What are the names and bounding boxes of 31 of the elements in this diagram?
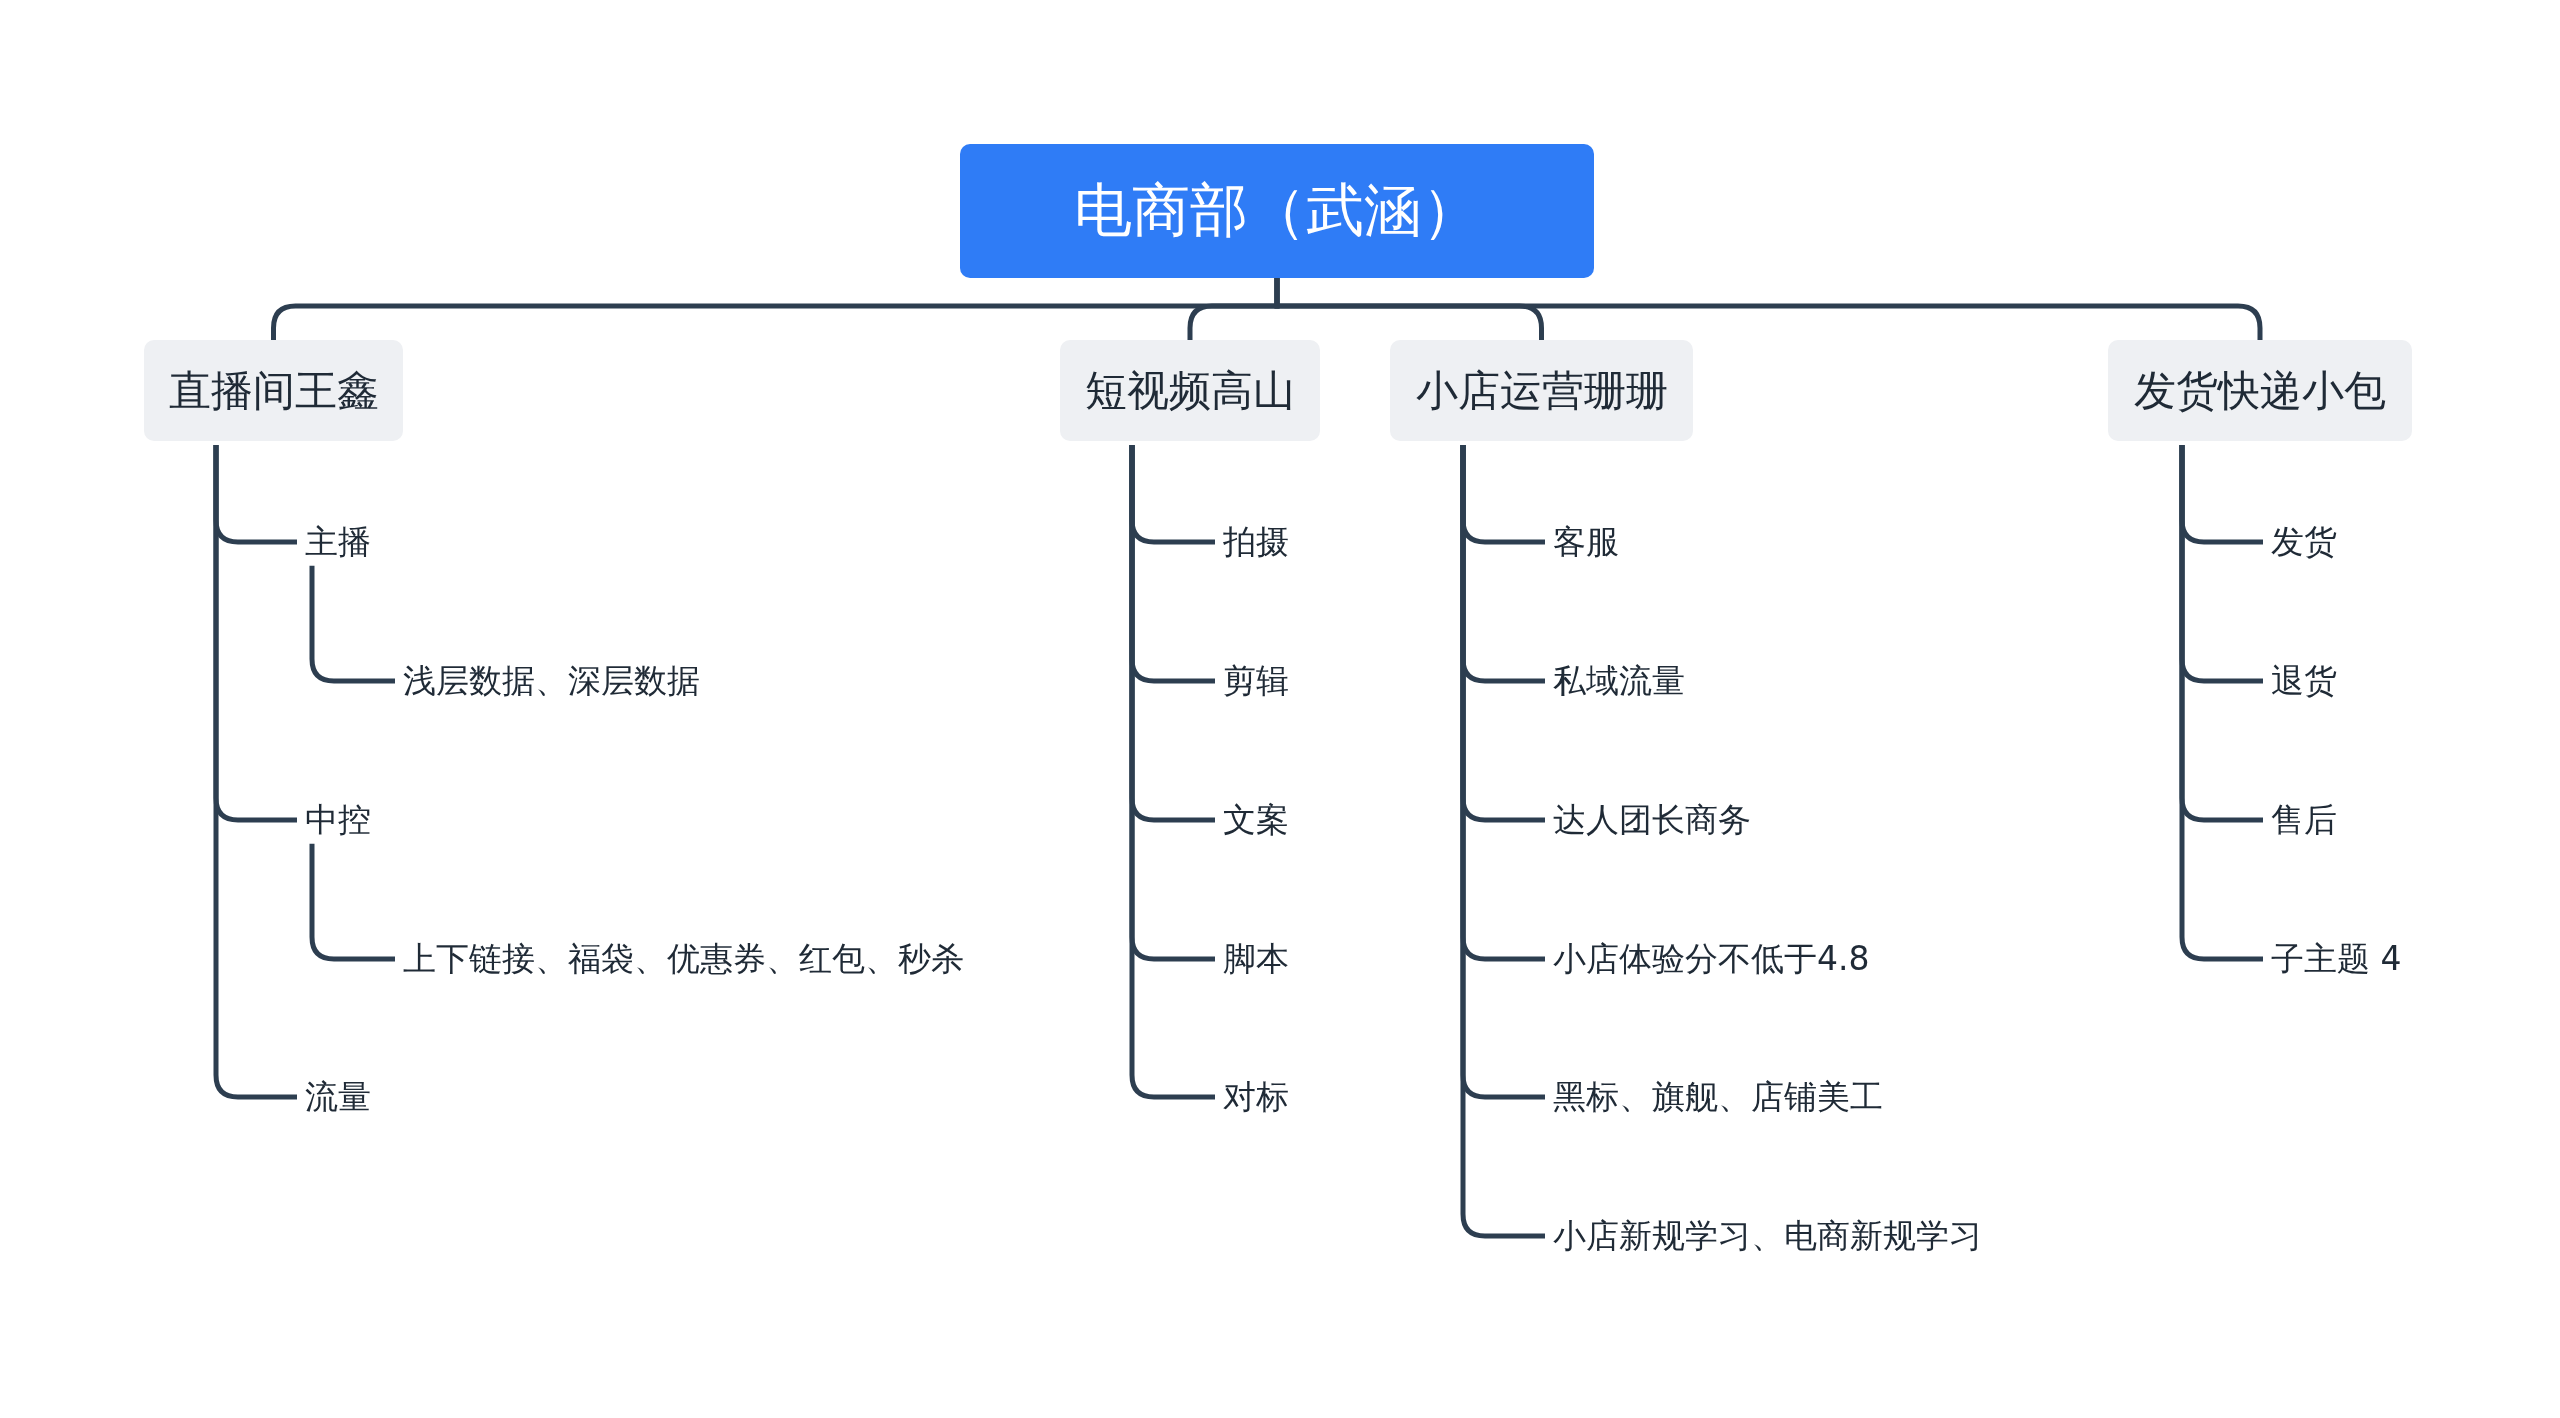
subtopic-label: 小店新规学习、电商新规学习 (1553, 1216, 1982, 1256)
subtopic-label: 流量 (305, 1077, 371, 1117)
connector-line (2179, 445, 2263, 962)
subtopic-label: 对标 (1223, 1077, 1289, 1117)
central-topic-box: 电商部（武涵） (960, 144, 1594, 278)
subtopic-label: 退货 (2271, 661, 2337, 701)
connector-line (309, 565, 395, 684)
subtopic-label: 小店体验分不低于4.8 (1553, 939, 1870, 979)
topic-box: 短视频高山 (1060, 340, 1320, 441)
subtopic-label: 客服 (1553, 522, 1619, 562)
subtopic-label: 发货 (2271, 522, 2337, 562)
connector-line (309, 843, 395, 962)
subtopic-label: 剪辑 (1223, 661, 1289, 701)
subtopic-label: 达人团长商务 (1553, 800, 1751, 840)
topic-box: 小店运营珊珊 (1390, 340, 1693, 441)
subtopic-label: 拍摄 (1223, 522, 1289, 562)
subtopic-label: 脚本 (1223, 939, 1289, 979)
subtopic-label: 私域流量 (1553, 661, 1685, 701)
topic-box: 发货快递小包 (2108, 340, 2412, 441)
subtopic-label: 文案 (1223, 800, 1289, 840)
topic-box: 直播间王鑫 (144, 340, 403, 441)
subtopic-label: 子主题 4 (2271, 939, 2402, 979)
connector-line (1460, 445, 1545, 1239)
subtopic-label: 主播 (305, 522, 371, 562)
subtopic-label: 上下链接、福袋、优惠券、红包、秒杀 (403, 939, 964, 979)
connector-line (213, 445, 297, 1100)
subtopic-label: 中控 (305, 800, 371, 840)
subtopic-label: 黑标、旗舰、店铺美工 (1553, 1077, 1883, 1117)
connector-line (1129, 445, 1215, 1100)
subtopic-label: 售后 (2271, 800, 2337, 840)
subtopic-label: 浅层数据、深层数据 (403, 661, 700, 701)
